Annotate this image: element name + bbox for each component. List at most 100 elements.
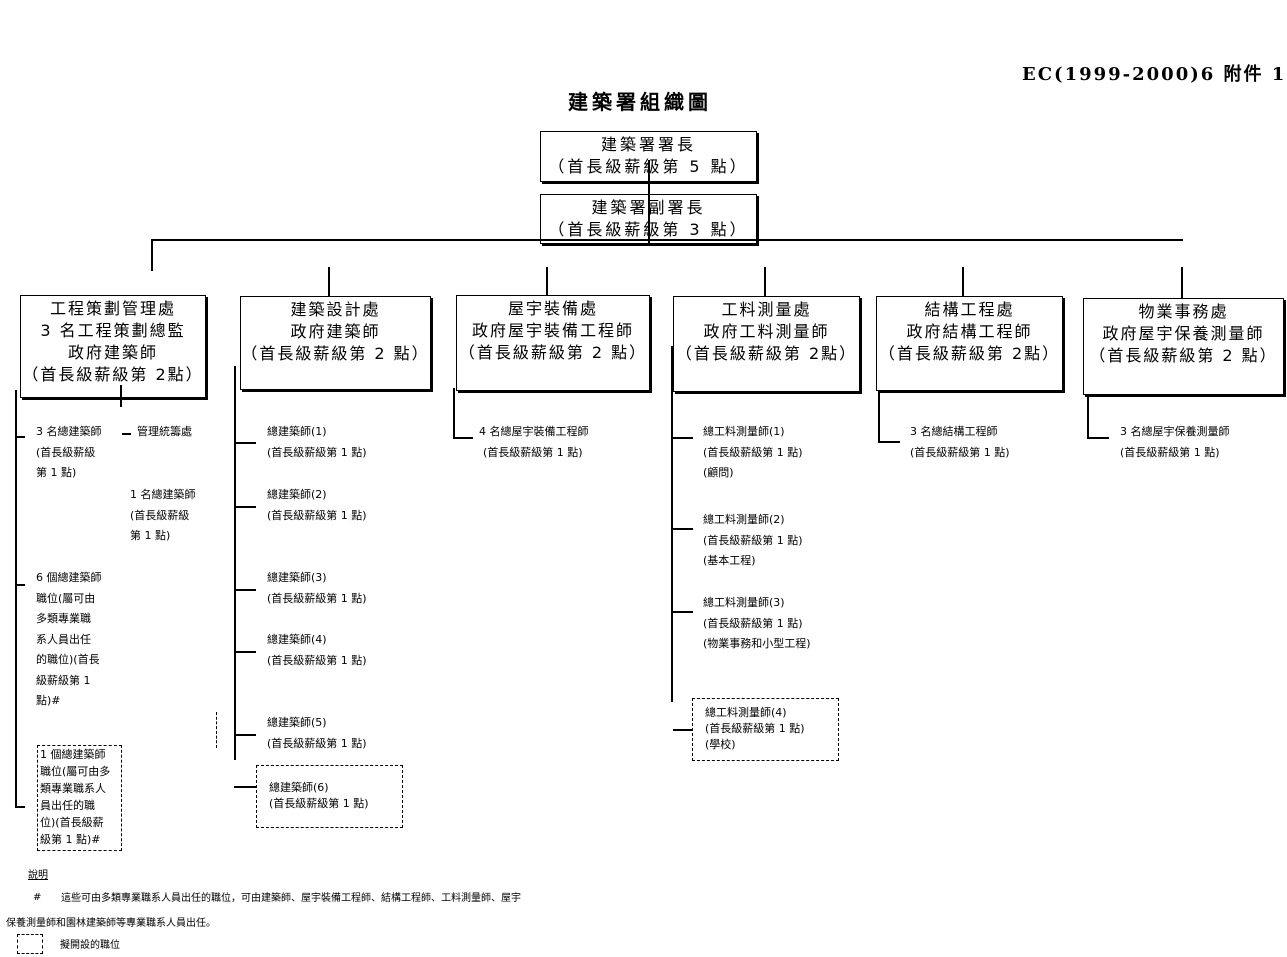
division-project-management: 工程策劃管理處 3 名工程策劃總監 政府建築師 （首長級薪級第 2點） (20, 295, 206, 398)
connector (764, 267, 766, 297)
deputy-rank: （首長級薪級第 3 點） (548, 220, 749, 239)
chief-qs-2: 總工料測量師(2)(首長級薪級第 1 點)(基本工程) (703, 510, 803, 572)
deputy-title: 建築署副署長 (541, 197, 756, 219)
connector (671, 437, 693, 439)
text-line: 位)(首長級薪 (40, 816, 104, 829)
text-line: 總建築師(4) (267, 633, 327, 646)
division-rank: （首長級薪級第 2 點） (241, 344, 430, 363)
connector (234, 651, 256, 653)
division-head: 政府建築師 (290, 322, 381, 341)
chief-qs-4: 總工料測量師(4)(首長級薪級第 1 點)(學校) (705, 705, 805, 753)
legend-note-line2: 保養測量師和園林建築師等專業職系人員出任。 (6, 918, 216, 929)
connector (453, 437, 473, 439)
division-quantity-surveying: 工料測量處 政府工料測量師 （首長級薪級第 2點） (673, 296, 860, 392)
division-rank: （首長級薪級第 2點） (878, 344, 1061, 363)
chief-architect-4: 總建築師(4)(首長級薪級第 1 點) (267, 630, 367, 671)
connector (234, 786, 256, 788)
division-rank: （首長級薪級第 2 點） (1089, 346, 1278, 365)
division-rank: （首長級薪級第 2點） (22, 365, 204, 384)
chief-architect-6: 總建築師(6) (首長級薪級第 1 點) (269, 780, 369, 812)
division-name: 工料測量處 (721, 300, 812, 319)
connector (1087, 397, 1089, 439)
text-line: (首長級薪級第 1 點) (267, 736, 367, 750)
text-line: 1 個總建築師 (40, 748, 106, 761)
connector (122, 433, 131, 435)
connector (1181, 267, 1183, 299)
text-line: (首長級薪級第 1 點) (703, 533, 803, 547)
text-line: (首長級薪級 (130, 508, 190, 522)
proposed-post-box (256, 765, 403, 828)
chief-bs-engineers: 4 名總屋宇裝備工程師(首長級薪級第 1 點) (479, 422, 589, 463)
chief-qs-3: 總工料測量師(3) (首長級薪級第 1 點) (物業事務和小型工程) (703, 593, 811, 655)
connector (15, 436, 25, 438)
text-line: (物業事務和小型工程) (703, 637, 811, 650)
chief-qs-1: 總工料測量師(1)(首長級薪級第 1 點)(顧問) (703, 422, 803, 484)
division-name: 物業事務處 (1138, 302, 1229, 321)
division-head: 政府工料測量師 (703, 322, 830, 341)
connector (15, 390, 17, 807)
text-line: 3 名總結構工程師 (910, 425, 998, 438)
text-line: (首長級薪級 (36, 445, 96, 459)
text-line: 類專業職系人 (40, 782, 106, 795)
connector (234, 506, 256, 508)
text-line: (首長級薪級第 1 點) (703, 445, 803, 459)
division-rank: （首長級薪級第 2點） (675, 344, 858, 363)
document-reference: EC(1999-2000)6 附件 1 (1022, 64, 1287, 85)
text-line: 總工料測量師(2) (703, 513, 785, 526)
chief-structural-engineers: 3 名總結構工程師 (首長級薪級第 1 點) (910, 422, 1010, 463)
text-line: (首長級薪級第 1 點) (267, 508, 367, 522)
connector (328, 267, 330, 297)
text-line: 級薪級第 1 (36, 673, 91, 687)
text-line: 第 1 點) (36, 466, 77, 479)
proposed-post-box (692, 698, 839, 761)
text-line: 員出任的職 (40, 799, 95, 812)
text-line: (學校) (705, 738, 736, 751)
chief-architect-3: 總建築師(3)(首長級薪級第 1 點) (267, 568, 367, 609)
text-line: 總建築師(1) (267, 425, 327, 438)
division-property-services: 物業事務處 政府屋宇保養測量師 （首長級薪級第 2 點） (1083, 298, 1284, 395)
connector (234, 734, 256, 736)
connector (234, 366, 236, 760)
text-line: 總建築師(2) (267, 488, 327, 501)
connector (878, 441, 900, 443)
division-head: 政府屋宇裝備工程師 (471, 321, 634, 340)
text-line: (首長級薪級第 1 點) (267, 445, 367, 459)
division-rank: （首長級薪級第 2 點） (458, 343, 648, 362)
text-line: 第 1 點) (130, 529, 171, 542)
division-head: 政府結構工程師 (906, 322, 1033, 341)
connector (671, 528, 693, 530)
text-line: (首長級薪級第 1 點) (269, 797, 369, 810)
division-name: 屋宇裝備處 (507, 299, 598, 318)
chief-property-surveyors: 3 名總屋宇保養測量師(首長級薪級第 1 點) (1120, 422, 1230, 463)
connector (234, 589, 256, 591)
chief-architect-1: 總建築師(1) (首長級薪級第 1 點) (267, 422, 367, 463)
text-line: 總工料測量師(3) (703, 596, 785, 609)
text-line: 總工料測量師(1) (703, 425, 785, 438)
connector (1087, 437, 1109, 439)
text-line: 4 名總屋宇裝備工程師 (479, 425, 589, 438)
connector (673, 729, 693, 731)
connector (671, 346, 673, 702)
division-name: 結構工程處 (924, 300, 1015, 319)
text-line: (首長級薪級第 1 點) (910, 445, 1010, 459)
connector (120, 385, 122, 407)
division-name: 建築設計處 (290, 300, 381, 319)
text-line: 1 名總建築師 (130, 488, 196, 501)
connector (151, 239, 153, 271)
chief-architect-2: 總建築師(2) (首長級薪級第 1 點) (267, 485, 367, 526)
division-building-services: 屋宇裝備處 政府屋宇裝備工程師 （首長級薪級第 2 點） (456, 295, 650, 391)
text-line: (首長級薪級第 1 點) (1120, 445, 1220, 459)
director-title: 建築署署長 (600, 135, 696, 154)
text-line: 點)# (36, 694, 61, 707)
legend-note-line1: 這些可由多類專業職系人員出任的職位，可由建築師、屋宇裝備工程師、結構工程師、工料… (61, 893, 521, 904)
text-line: 總建築師(6) (269, 781, 329, 794)
dashed-box-legend-icon (17, 934, 43, 954)
text-line: 的職位)(首長 (36, 653, 100, 666)
pmd-management-unit: 管理統籌處 (137, 425, 192, 438)
text-line: 職位(屬可由多 (40, 765, 111, 778)
connector (878, 391, 880, 443)
text-line: 6 個總建築師 (36, 571, 102, 584)
text-line: 多類專業職 (36, 612, 91, 625)
legend-heading: 說明 (28, 870, 48, 881)
text-line: (首長級薪級第 1 點) (703, 616, 803, 630)
